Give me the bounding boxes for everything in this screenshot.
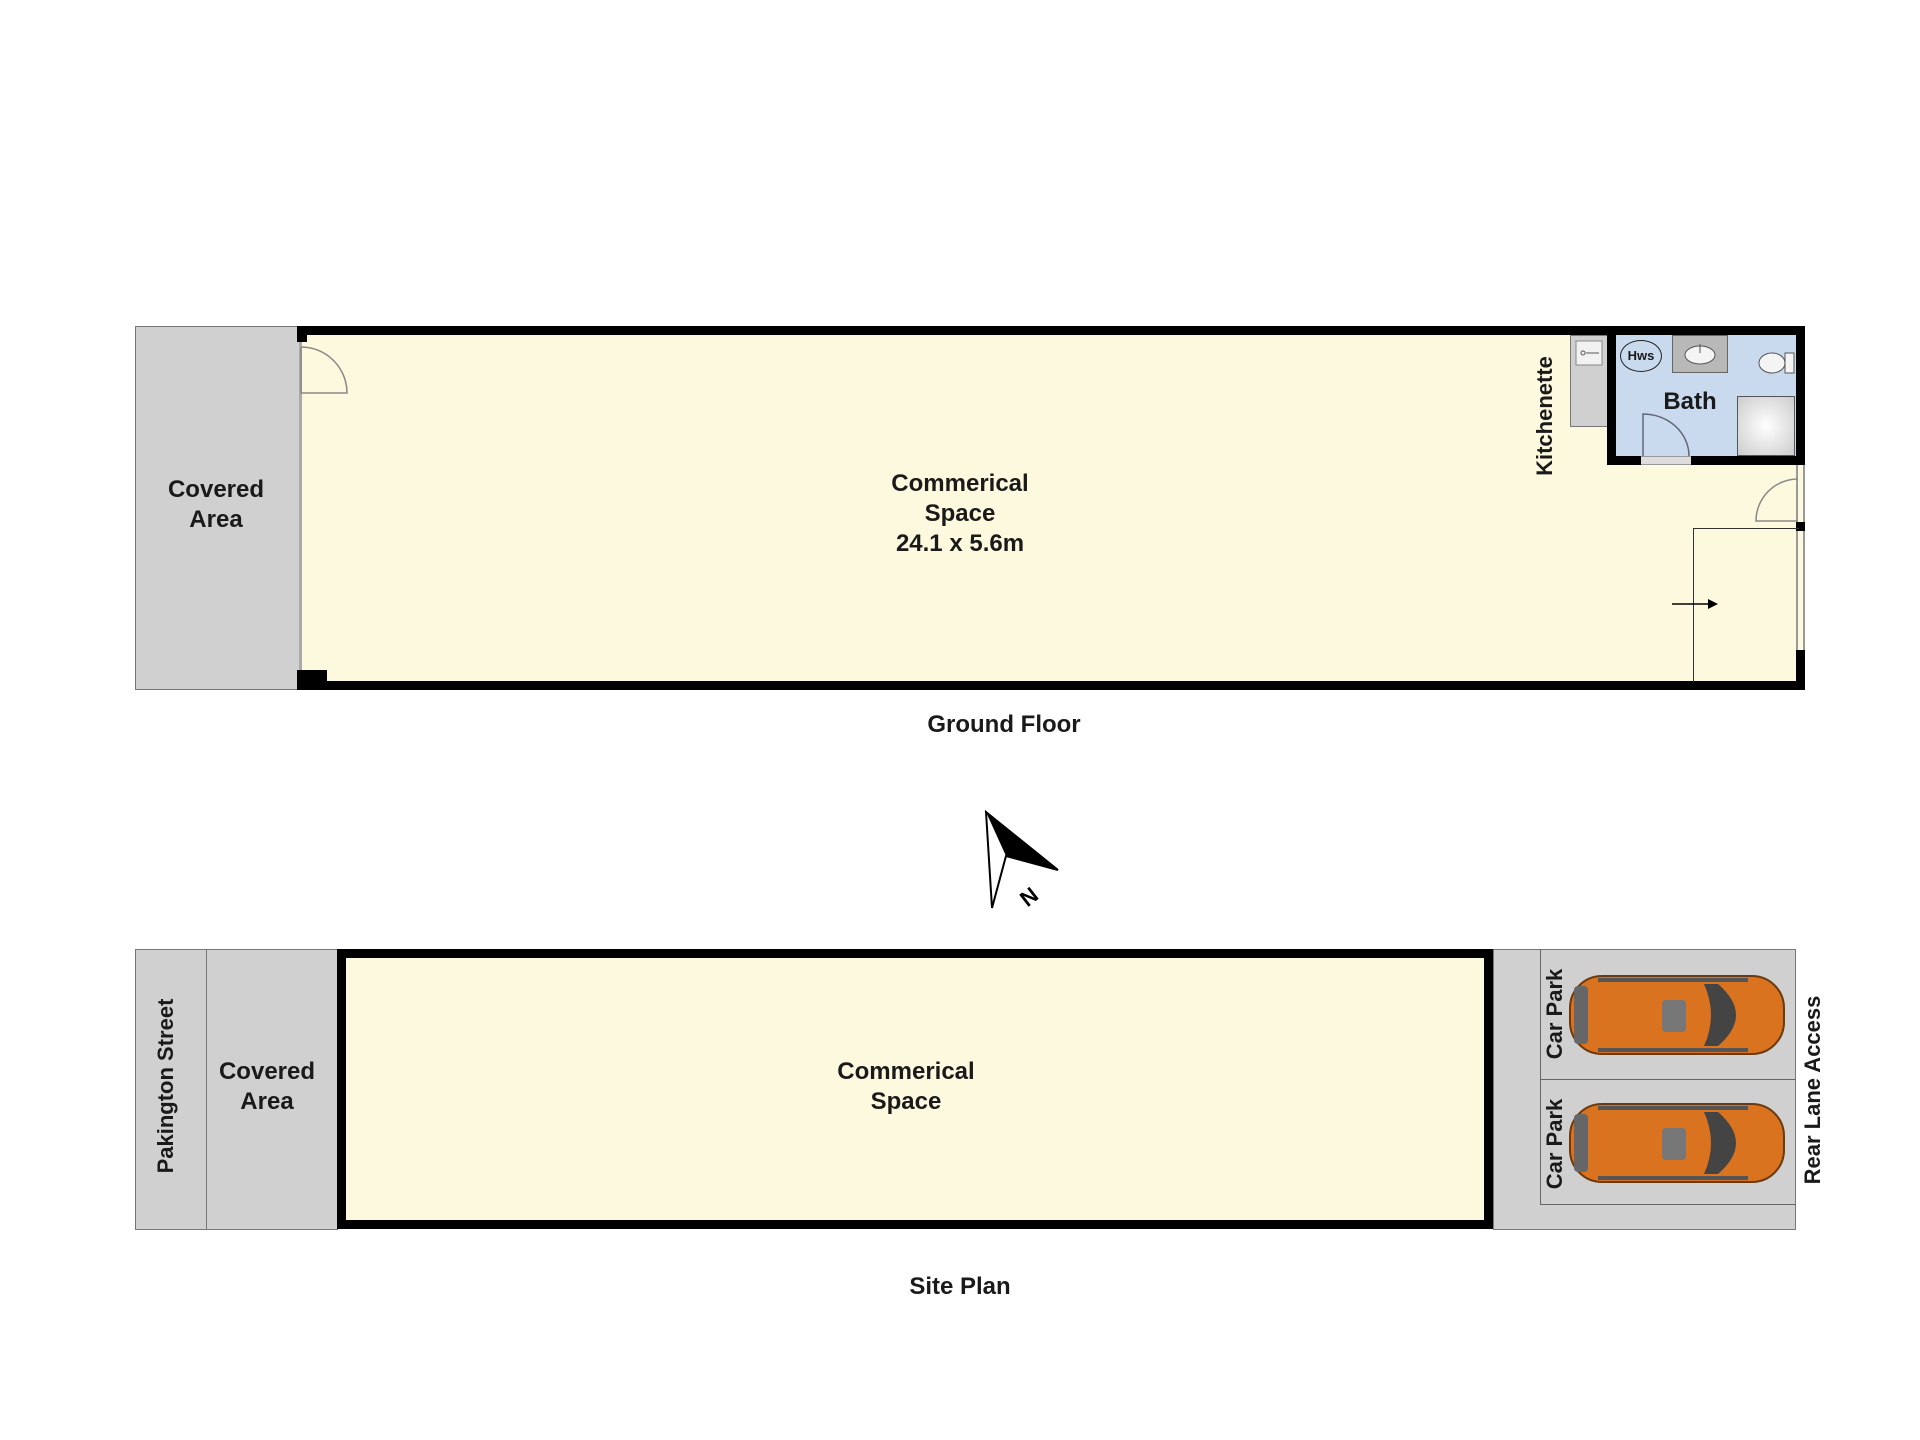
rear-lane-label: Rear Lane Access: [1800, 995, 1825, 1185]
car-park-bay-1: [1540, 949, 1796, 1080]
kitchenette-label: Kitchenette: [1532, 356, 1557, 476]
car-park-label-2: Car Park: [1542, 1098, 1567, 1190]
sp-covered-area-label: Covered Area: [218, 1058, 316, 1115]
closet: [1693, 528, 1799, 682]
car-icon: [1569, 975, 1785, 1055]
arrow-right-icon: [1672, 599, 1718, 609]
street-strip: [135, 949, 207, 1230]
hws-tank: Hws: [1620, 340, 1662, 372]
gf-commercial-label: Commerical Space 24.1 x 5.6m: [891, 470, 1029, 557]
wall-post: [1796, 522, 1805, 531]
wall-post: [297, 670, 327, 690]
basin-icon: [1684, 344, 1716, 365]
shower: [1737, 396, 1795, 456]
street-label: Pakington Street: [153, 998, 178, 1174]
sink-icon: [1575, 340, 1603, 366]
ground-floor-title: Ground Floor: [927, 711, 1081, 738]
bath-door-gap: [1641, 456, 1691, 465]
car-icon: [1569, 1103, 1785, 1183]
north-arrow-icon: N: [984, 809, 1059, 912]
gf-commercial-space: [299, 326, 1805, 690]
door-swing-icon: [1755, 478, 1799, 522]
wall-post: [297, 326, 307, 342]
toilet-icon: [1758, 352, 1795, 374]
sp-commercial-space: [337, 949, 1493, 1229]
gf-covered-area-label: Covered Area: [167, 476, 265, 533]
door-swing-icon: [1642, 413, 1690, 457]
north-label: N: [1015, 882, 1043, 911]
bath-label: Bath: [1663, 388, 1717, 415]
gf-right-window: [1796, 465, 1805, 650]
sp-commercial-label: Commerical Space: [837, 1058, 975, 1115]
car-park-label-1: Car Park: [1542, 968, 1567, 1060]
site-plan-title: Site Plan: [909, 1273, 1011, 1300]
gf-covered-area: [135, 326, 301, 690]
door-swing-icon: [300, 346, 348, 394]
car-park-bay-2: [1540, 1080, 1796, 1205]
